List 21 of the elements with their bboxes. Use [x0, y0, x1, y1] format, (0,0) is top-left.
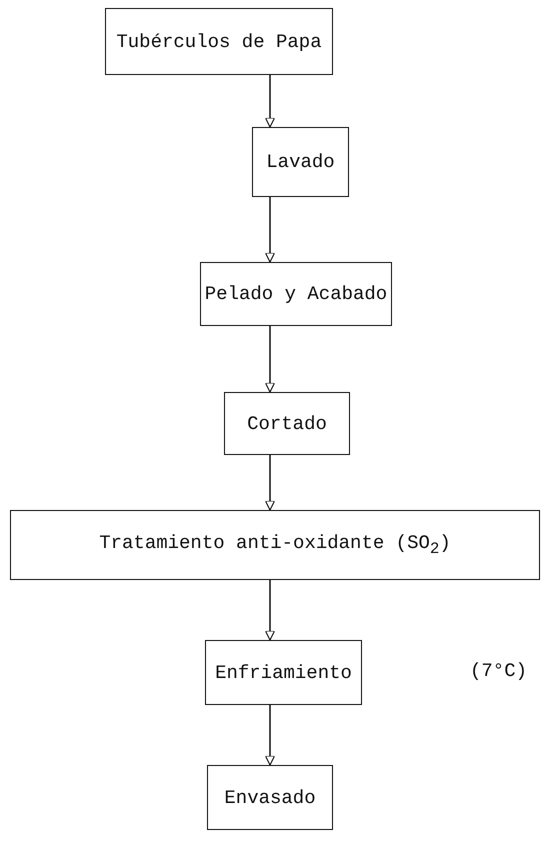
- step-label: Pelado y Acabado: [204, 283, 388, 305]
- step-label: Envasado: [224, 786, 316, 808]
- arrow: [264, 326, 276, 393]
- process-box: [105, 8, 333, 75]
- process-box: [200, 262, 392, 326]
- arrow: [264, 455, 276, 511]
- process-box: [205, 640, 362, 705]
- step-label: Tubérculos de Papa: [116, 30, 322, 52]
- step-label: Lavado: [266, 151, 335, 173]
- process-box: [207, 765, 333, 830]
- process-box: [10, 510, 540, 580]
- step-label: Cortado: [247, 412, 327, 434]
- temperature-note: (7°C): [470, 660, 528, 682]
- step-label: Tratamiento anti-oxidante (SO$_{2}$): [99, 532, 451, 558]
- arrow: [264, 705, 276, 766]
- process-box: [224, 392, 350, 455]
- arrow: [264, 580, 276, 641]
- process-box: [252, 127, 349, 197]
- arrow: [264, 75, 276, 128]
- step-label: Enfriamiento: [215, 662, 352, 684]
- arrow: [264, 197, 276, 263]
